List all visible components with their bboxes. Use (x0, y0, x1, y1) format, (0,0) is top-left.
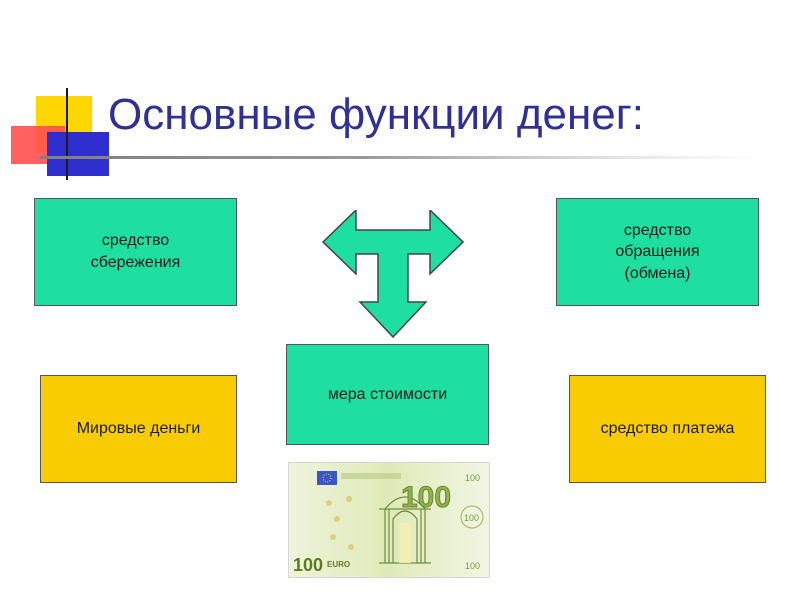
banknote-denomination-large: 100 (401, 481, 451, 514)
page-title: Основные функции денег: (108, 90, 645, 139)
three-way-arrow-icon (322, 210, 464, 338)
box-savings-label: средство сбережения (90, 232, 181, 271)
banknote-denomination-corner-bottom: 100 (465, 561, 480, 571)
banknote-drawing: 100 100 EURO 100 100 100 (289, 463, 489, 577)
banknote-denomination-small: 100 (293, 555, 323, 575)
box-world-money-label: Мировые деньги (76, 420, 201, 438)
euro-banknote-image: 100 100 EURO 100 100 100 (288, 462, 490, 578)
box-payment-label: средство платежа (600, 420, 735, 438)
box-measure-label: мера стоимости (327, 385, 448, 403)
banknote-denomination-hologram: 100 (464, 513, 479, 523)
title-underline (40, 156, 760, 159)
box-circulation: средство обращения (обмена) (556, 198, 759, 306)
eu-flag-icon (317, 471, 337, 485)
banknote-denomination-corner: 100 (465, 473, 480, 483)
banknote-currency: EURO (327, 560, 350, 569)
box-world-money: Мировые деньги (40, 375, 237, 483)
box-payment: средство платежа (569, 375, 766, 483)
box-measure-of-value: мера стоимости (286, 344, 489, 445)
box-savings: средство сбережения (34, 198, 237, 306)
deco-blue-square (47, 132, 109, 176)
box-circulation-label: средство обращения (обмена) (615, 221, 700, 282)
